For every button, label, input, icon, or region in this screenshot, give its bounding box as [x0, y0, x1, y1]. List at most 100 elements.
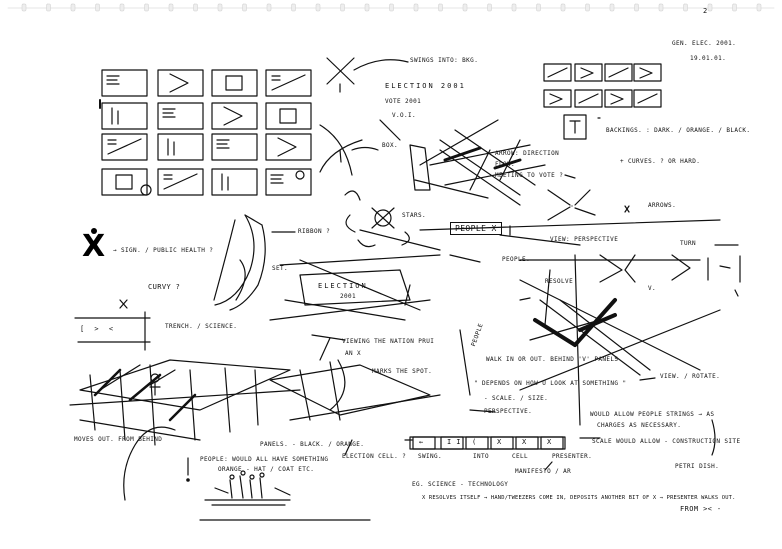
- curve-arrow-lower-left: [123, 426, 176, 501]
- binder-hole: [413, 3, 419, 12]
- note-ribbon: RIBBON ?: [298, 228, 331, 235]
- thumbnail-lines: [106, 75, 120, 85]
- arrow-manifesto: [544, 461, 553, 471]
- thumbnail-frame: [543, 63, 572, 82]
- binder-hole: [364, 3, 370, 12]
- panel-figure: [149, 373, 161, 396]
- thumbnail-border: [101, 168, 148, 196]
- thumbnail-frame: [157, 168, 204, 196]
- note-people-would: PEOPLE: WOULD ALL HAVE SOMETHING: [200, 456, 329, 463]
- binder-hole: [168, 3, 174, 12]
- note-resolve: RESOLVE: [545, 278, 574, 285]
- note-backings: BACKINGS. : DARK. / ORANGE. / BLACK.: [606, 127, 751, 134]
- thumbnail-frame: [211, 102, 258, 130]
- binder-hole: [266, 3, 272, 12]
- x-symbol-dot: [91, 228, 97, 234]
- note-election-card: ELECTION: [318, 282, 368, 290]
- thumbnail-chevron: [549, 93, 563, 105]
- thumbnail-frame: [604, 89, 633, 108]
- thumbnail-circle-v: [295, 170, 305, 180]
- arrow-cluster: [547, 189, 630, 221]
- thumbnail-frame: [157, 102, 204, 130]
- binder-hole-marks: [21, 3, 762, 12]
- binder-hole: [487, 3, 492, 12]
- thumbnail-diagonal: [107, 138, 142, 155]
- perspective-beams: [379, 119, 546, 206]
- thumbnail-frame: [574, 63, 603, 82]
- thumbnail-diagonal: [637, 93, 658, 104]
- thumbnail-bars: [167, 138, 175, 156]
- binder-hole: [46, 3, 51, 12]
- sequence-strip-symbol: X: [547, 438, 552, 446]
- header-code: GEN. ELEC. 2001.: [672, 40, 737, 47]
- thumbnail-diagonal: [163, 173, 198, 190]
- thumbnail-border: [265, 168, 312, 196]
- note-scale-size: - SCALE. / SIZE.: [484, 395, 549, 402]
- note-arrows: ARROWS.: [648, 202, 677, 209]
- note-petri: PETRI DISH.: [675, 463, 720, 470]
- thumbnail-diagonal: [271, 74, 306, 91]
- thumbnail-border: [574, 63, 603, 82]
- note-presenter-small: PRESENTER.: [552, 453, 593, 460]
- perspective-beams-heavy: [443, 146, 522, 170]
- thumbnail-lines: [271, 75, 281, 81]
- thumbnail-border: [265, 102, 312, 130]
- resolve-xv-heavy: [533, 298, 617, 347]
- binder-hole: [119, 3, 125, 12]
- binder-hole: [511, 3, 517, 12]
- thumbnail-border: [543, 63, 572, 82]
- sequence-strip-cell: [515, 436, 539, 450]
- thumbnail-border: [157, 102, 204, 130]
- binder-hole: [560, 3, 566, 12]
- thumbnail-border: [101, 69, 148, 97]
- thumbnail-bars: [221, 173, 229, 191]
- note-would-allow: WOULD ALLOW PEOPLE STRINGS → AS: [590, 411, 715, 418]
- thumbnail-border: [157, 133, 204, 161]
- thumbnail-border: [211, 102, 258, 130]
- note-cell: CELL: [512, 453, 529, 460]
- note-depends: " DEPENDS ON HOW U LOOK AT SOMETHING ": [474, 380, 627, 387]
- panels-perspective-heavy: [93, 368, 197, 422]
- note-election-card-year: 2001: [340, 293, 357, 300]
- thumbnail-box: [115, 174, 133, 190]
- note-people: PEOPLE.: [502, 256, 531, 263]
- note-perspective: PERSPECTIVE.: [484, 408, 533, 415]
- thumbnail-diagonal: [608, 67, 629, 78]
- thumbnail-chevron: [223, 106, 243, 126]
- binder-hole: [144, 3, 149, 12]
- note-stars: STARS.: [402, 212, 427, 219]
- stars-swirl: [344, 190, 410, 248]
- thumbnail-frame: [633, 89, 662, 108]
- note-sign: → SIGN. / PUBLIC HEALTH ?: [113, 247, 214, 254]
- note-swings: SWINGS INTO: BKG.: [410, 57, 479, 64]
- thumbnail-frame: [211, 168, 258, 196]
- binder-hole: [732, 3, 737, 12]
- thumbnail-lines: [162, 108, 176, 118]
- sequence-strip-cell: [540, 436, 564, 450]
- sequence-strip-symbol: ←: [419, 438, 424, 446]
- note-panels: PANELS. - BLACK. / ORANGE.: [260, 441, 365, 448]
- thumbnail-frame: [543, 89, 572, 108]
- thumbnail-circle-x: [140, 184, 152, 196]
- curve-arrow-center: [329, 359, 346, 411]
- note-bracket-symbols: [ > <: [80, 325, 117, 333]
- thumbnail-lines: [216, 139, 230, 149]
- note-marks: MARKS THE SPOT.: [372, 368, 433, 375]
- sequence-strip-cell: [412, 436, 436, 450]
- note-curvy: CURVY ?: [148, 283, 181, 291]
- thumbnail-chevron: [580, 67, 594, 79]
- binder-hole: [217, 3, 223, 12]
- thumbnail-border: [604, 63, 633, 82]
- election-card-sketch: [269, 254, 441, 321]
- thumbnail-border: [563, 114, 587, 140]
- sequence-strip-symbol: X: [497, 438, 502, 446]
- binder-hole: [291, 3, 296, 12]
- binder-hole: [585, 3, 590, 12]
- thumbnail-border: [633, 89, 662, 108]
- curvy-marks: [74, 299, 151, 351]
- x-symbol-logo: X: [82, 229, 106, 264]
- thumbnail-frame: [211, 69, 258, 97]
- thumbnail-border: [211, 168, 258, 196]
- thumbnail-t: [569, 120, 581, 134]
- note-moves-out: MOVES OUT. FROM BEHIND: [74, 436, 163, 443]
